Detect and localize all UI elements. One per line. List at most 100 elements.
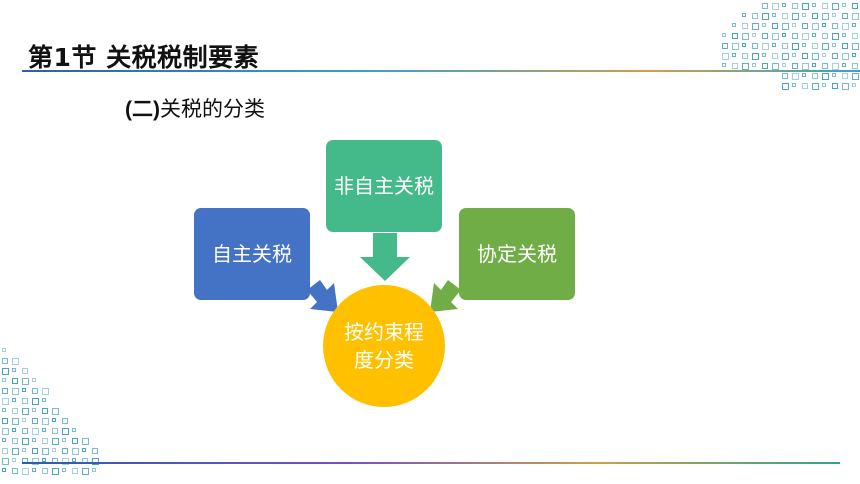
decor-dot	[852, 83, 857, 88]
decor-dot	[2, 358, 8, 364]
decor-dot	[62, 428, 69, 435]
decor-dot	[72, 468, 78, 474]
decor-dot	[852, 23, 857, 28]
decor-dot	[92, 468, 97, 473]
decor-dot	[62, 438, 67, 443]
decor-dot	[72, 438, 78, 444]
decor-dot	[42, 398, 47, 403]
decor-dot	[842, 83, 849, 90]
decor-dot	[782, 63, 787, 68]
decor-dot	[772, 33, 779, 40]
decor-dot	[802, 23, 808, 29]
title-divider	[22, 70, 860, 72]
decor-dot	[732, 43, 739, 50]
decor-dot	[822, 33, 828, 39]
subtitle-text: 关税的分类	[160, 97, 265, 121]
decor-dot	[42, 408, 48, 414]
decor-dot	[842, 3, 847, 8]
decor-dot	[732, 23, 737, 28]
decor-dot	[822, 73, 829, 80]
decor-dot	[12, 448, 19, 455]
decor-dot	[802, 3, 809, 10]
autonomous-tariff-box: 自主关税	[194, 208, 310, 300]
decor-dot	[782, 13, 788, 19]
decor-dot	[22, 378, 29, 385]
decor-dot	[772, 63, 779, 70]
subtitle-prefix: (二)	[125, 98, 160, 121]
decor-dot	[2, 348, 7, 353]
decor-dot	[12, 418, 19, 425]
decor-dot	[22, 438, 29, 445]
decor-dot	[792, 63, 798, 69]
decor-dot	[42, 428, 47, 433]
decor-dot	[762, 53, 767, 58]
arrow-left-to-center	[307, 280, 338, 312]
decor-dot	[802, 33, 809, 40]
decor-dot	[42, 468, 48, 474]
decor-dot	[742, 13, 747, 18]
decor-dot	[22, 398, 28, 404]
decor-dot	[812, 33, 817, 38]
decor-dot	[852, 53, 857, 58]
decor-dot	[762, 23, 767, 28]
decor-dot	[842, 33, 847, 38]
decor-dot	[32, 448, 38, 454]
decor-dot	[772, 53, 778, 59]
decor-dot	[12, 438, 18, 444]
decor-dot	[32, 468, 37, 473]
decor-dot	[782, 73, 788, 79]
decor-dot	[42, 458, 47, 463]
decor-dot	[22, 368, 28, 374]
decor-dot	[742, 53, 748, 59]
decor-dot	[752, 23, 759, 30]
decor-dot	[722, 43, 728, 49]
decor-dot	[802, 43, 807, 48]
decor-dot	[22, 448, 27, 453]
decor-dot	[52, 448, 57, 453]
decor-dot	[22, 428, 28, 434]
decor-dot	[842, 63, 847, 68]
decor-dot	[82, 448, 87, 453]
decor-dot	[782, 23, 789, 30]
decor-dot	[822, 23, 827, 28]
decor-dot	[812, 63, 817, 68]
section-subtitle: (二)关税的分类	[125, 93, 265, 123]
decor-dot	[742, 43, 747, 48]
decor-dot	[22, 418, 27, 423]
decor-dot	[792, 73, 799, 80]
decor-dot	[12, 358, 19, 365]
decor-dot	[762, 33, 768, 39]
decor-dot	[22, 468, 29, 475]
decor-dot	[732, 63, 738, 69]
decor-dot	[732, 33, 738, 39]
decor-dot	[22, 388, 27, 393]
decor-dot	[72, 448, 79, 455]
decor-dot	[792, 33, 798, 39]
decor-dot	[12, 468, 18, 474]
decor-dot	[812, 23, 819, 30]
decor-dot	[842, 73, 848, 79]
decor-dot	[782, 33, 787, 38]
decor-dot	[52, 418, 57, 423]
decor-dot	[792, 43, 799, 50]
decor-dot	[752, 33, 757, 38]
decor-dot	[2, 378, 7, 383]
decor-dot	[802, 73, 807, 78]
decor-dot	[782, 43, 788, 49]
decor-dot	[832, 43, 837, 48]
decor-dot	[82, 468, 89, 475]
decor-dot	[812, 53, 819, 60]
decor-dot	[722, 33, 727, 38]
decor-dot	[12, 408, 18, 414]
decor-dot	[832, 13, 837, 18]
decor-dot	[792, 83, 797, 88]
decor-dot	[12, 428, 17, 433]
decor-dot	[742, 33, 749, 40]
arrow-right-to-center	[430, 280, 461, 312]
decor-dot	[772, 3, 779, 10]
decor-dot	[62, 458, 69, 465]
decor-dot	[852, 33, 858, 39]
decor-dot	[832, 23, 838, 29]
decor-dot	[732, 53, 737, 58]
